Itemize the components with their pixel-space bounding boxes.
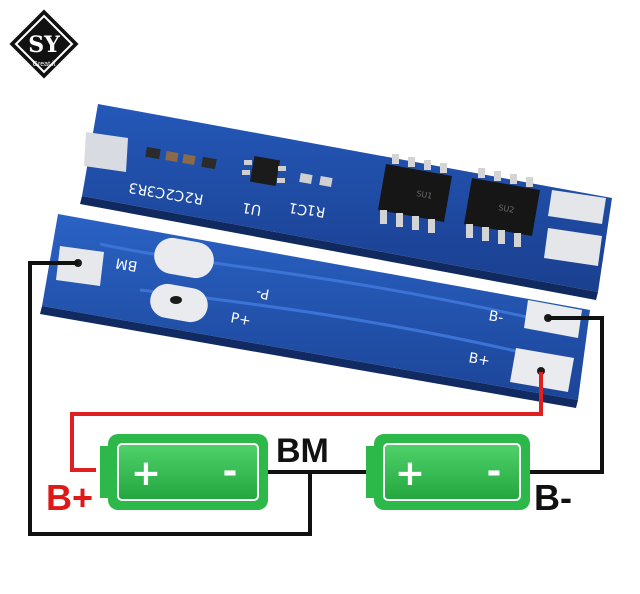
chip-u1 bbox=[242, 155, 286, 187]
label-b-plus: B+ bbox=[46, 477, 93, 518]
silk-r3: R3 bbox=[128, 179, 149, 198]
silk-c1: C1 bbox=[288, 199, 309, 218]
battery-right-plus-sign: + bbox=[395, 453, 425, 494]
top-pad-right-2 bbox=[544, 228, 602, 266]
pcb-top-board: SU1 SU2 R3 C3 C2 R2 bbox=[80, 104, 612, 300]
logo-letters: SY bbox=[28, 32, 60, 58]
wire-b-plus bbox=[70, 372, 543, 472]
label-b-minus: B- bbox=[534, 477, 572, 518]
mosfet-chip-1: SU1 bbox=[378, 154, 452, 233]
label-bm: BM bbox=[276, 432, 329, 470]
label-bm-pad: BM bbox=[115, 254, 139, 274]
top-pad-right-1 bbox=[548, 190, 606, 224]
mosfet-chip-2: SU2 bbox=[464, 168, 540, 247]
top-pad-left bbox=[84, 132, 128, 172]
silk-r1: R1 bbox=[306, 201, 327, 220]
silkscreen-labels: R3 C3 C2 R2 U1 R1 C1 bbox=[128, 179, 327, 220]
battery-right: + - bbox=[366, 434, 530, 510]
silk-r2: R2 bbox=[184, 188, 205, 207]
label-p-minus-pad: P- bbox=[255, 284, 271, 302]
battery-left-minus-sign: - bbox=[223, 451, 238, 492]
silk-u1: U1 bbox=[241, 199, 263, 218]
pcb-bottom-board: BM P- P+ B- B+ bbox=[40, 214, 590, 408]
pad-p-minus-solder bbox=[154, 237, 214, 279]
battery-left-plus-sign: + bbox=[131, 453, 161, 494]
label-p-plus-pad: P+ bbox=[229, 310, 252, 329]
label-b-minus-pad: B- bbox=[487, 308, 504, 326]
silk-c3: C3 bbox=[146, 182, 167, 201]
wire-b-minus bbox=[528, 316, 604, 474]
chip-2-marking: SU2 bbox=[498, 203, 515, 215]
label-b-plus-pad: B+ bbox=[467, 350, 491, 369]
battery-right-minus-sign: - bbox=[487, 451, 502, 492]
battery-left: + - bbox=[100, 434, 268, 510]
brand-logo: SY Great it bbox=[6, 6, 82, 82]
silk-c2: C2 bbox=[165, 185, 186, 204]
wiring bbox=[28, 261, 604, 536]
wire-bm-left bbox=[28, 261, 312, 536]
chip-1-marking: SU1 bbox=[416, 189, 433, 201]
logo-tagline: Great it bbox=[33, 61, 56, 68]
